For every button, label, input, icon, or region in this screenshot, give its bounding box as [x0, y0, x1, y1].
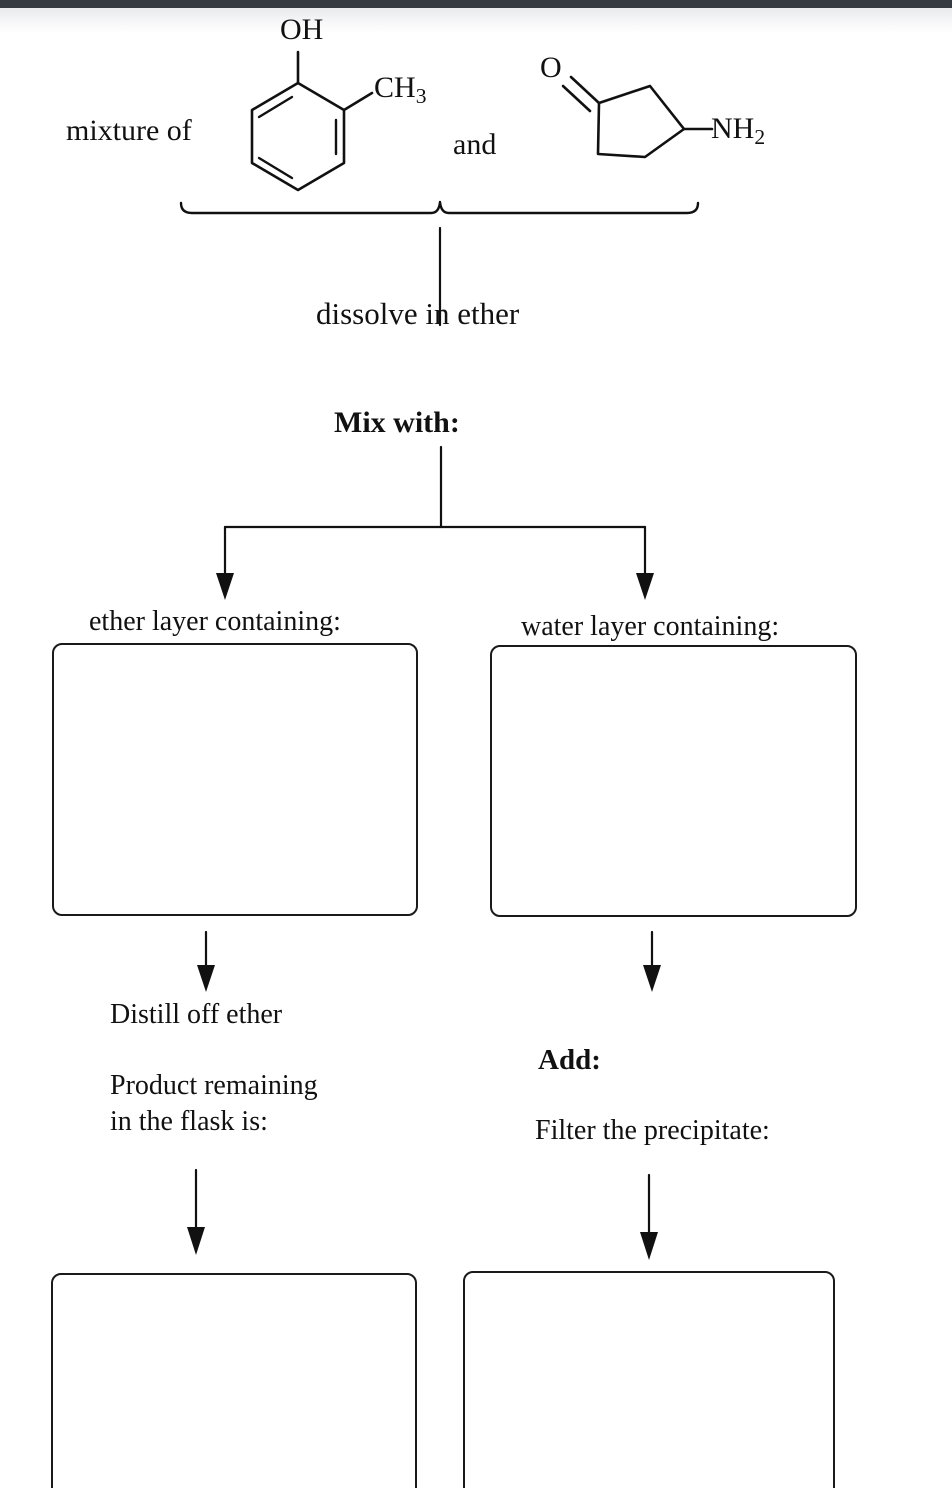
ether-product-answer-box[interactable] [51, 1273, 417, 1488]
methyl-label-text: CH [374, 71, 416, 104]
cyclopentanone-ring-skeleton [561, 75, 714, 159]
page-top-gradient [0, 8, 952, 34]
amine-label-subscript: 2 [754, 125, 766, 150]
methyl-label-subscript: 3 [415, 84, 427, 109]
ether-product-arrow [187, 1168, 205, 1255]
carbonyl-label-o: O [540, 51, 562, 84]
and-label: and [453, 128, 497, 161]
benzene-ring-skeleton [250, 50, 374, 192]
precipitate-arrow [640, 1173, 658, 1260]
ether-layer-label: ether layer containing: [89, 606, 341, 637]
methyl-label-ch3: CH3 [374, 70, 426, 110]
add-label: Add: [538, 1044, 601, 1076]
mix-with-connector [216, 445, 654, 600]
window-top-bar [0, 0, 952, 8]
distill-off-ether-label: Distill off ether [110, 999, 283, 1030]
mix-with-label: Mix with: [334, 406, 460, 439]
amine-label-nh2: NH2 [711, 111, 765, 151]
water-layer-answer-box[interactable] [490, 645, 857, 917]
product-remaining-line1: Product remaining [110, 1070, 318, 1101]
mixture-of-label: mixture of [66, 114, 192, 147]
add-arrow [643, 930, 661, 992]
hydroxyl-label-oh: OH [280, 13, 324, 46]
filter-precipitate-label: Filter the precipitate: [535, 1115, 770, 1146]
dissolve-in-ether-label: dissolve in ether [316, 296, 520, 331]
precipitate-product-answer-box[interactable] [463, 1271, 835, 1488]
amine-label-text: NH [711, 112, 755, 145]
ether-layer-answer-box[interactable] [52, 643, 418, 916]
grouping-brace [179, 200, 700, 215]
product-remaining-line2: in the flask is: [110, 1106, 268, 1137]
water-layer-label: water layer containing: [521, 611, 780, 642]
distill-arrow [197, 930, 215, 992]
